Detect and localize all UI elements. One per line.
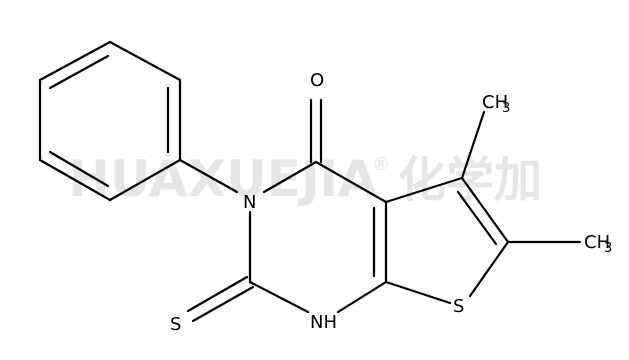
atom-nh: NH [310, 312, 337, 333]
atom-sulfur-thione: S [170, 314, 181, 335]
bond-ph-n [178, 158, 239, 194]
bond-nh-c7a [336, 280, 388, 314]
atom-labels: O N S NH S CH 3 CH 3 [170, 70, 612, 335]
watermark: HUAXUEJIA ® 化学加 [68, 150, 542, 208]
bond-c4a-c5 [384, 176, 464, 204]
watermark-registered-mark: ® [372, 154, 390, 175]
bond-ph-6 [38, 40, 112, 82]
bond-n-c4 [262, 160, 318, 194]
atom-nitrogen: N [243, 192, 256, 213]
methyl-top-subscript: 3 [502, 101, 510, 116]
methyl-top-base: CH [482, 92, 508, 113]
bonds [38, 40, 582, 323]
atom-sulfur-ring: S [453, 296, 464, 317]
methyl-right-label: CH 3 [584, 232, 612, 256]
bond-cs-2 [191, 285, 255, 323]
bond-ph-4 [38, 158, 112, 202]
methyl-right-subscript: 3 [604, 241, 612, 256]
bond-c5-c6-inner [456, 190, 498, 246]
bond-cs-1 [186, 275, 249, 313]
bond-c6-s [468, 240, 510, 298]
bond-ph-1 [108, 40, 182, 82]
bond-c4a-c4 [314, 160, 388, 204]
atom-oxygen: O [310, 70, 324, 91]
bond-c2-nh [248, 280, 310, 314]
bond-ph-3 [108, 158, 182, 202]
watermark-latin: HUAXUEJIA [68, 150, 377, 208]
bond-s-c7a [384, 280, 452, 305]
bond-ph-6-inner [48, 54, 110, 90]
bond-c5-methyl [460, 110, 486, 180]
bond-c5-c6 [460, 176, 510, 244]
bond-ph-4-inner [48, 150, 110, 188]
methyl-right-base: CH [584, 232, 610, 253]
methyl-top-label: CH 3 [482, 92, 510, 116]
watermark-chinese: 化学加 [398, 152, 542, 208]
